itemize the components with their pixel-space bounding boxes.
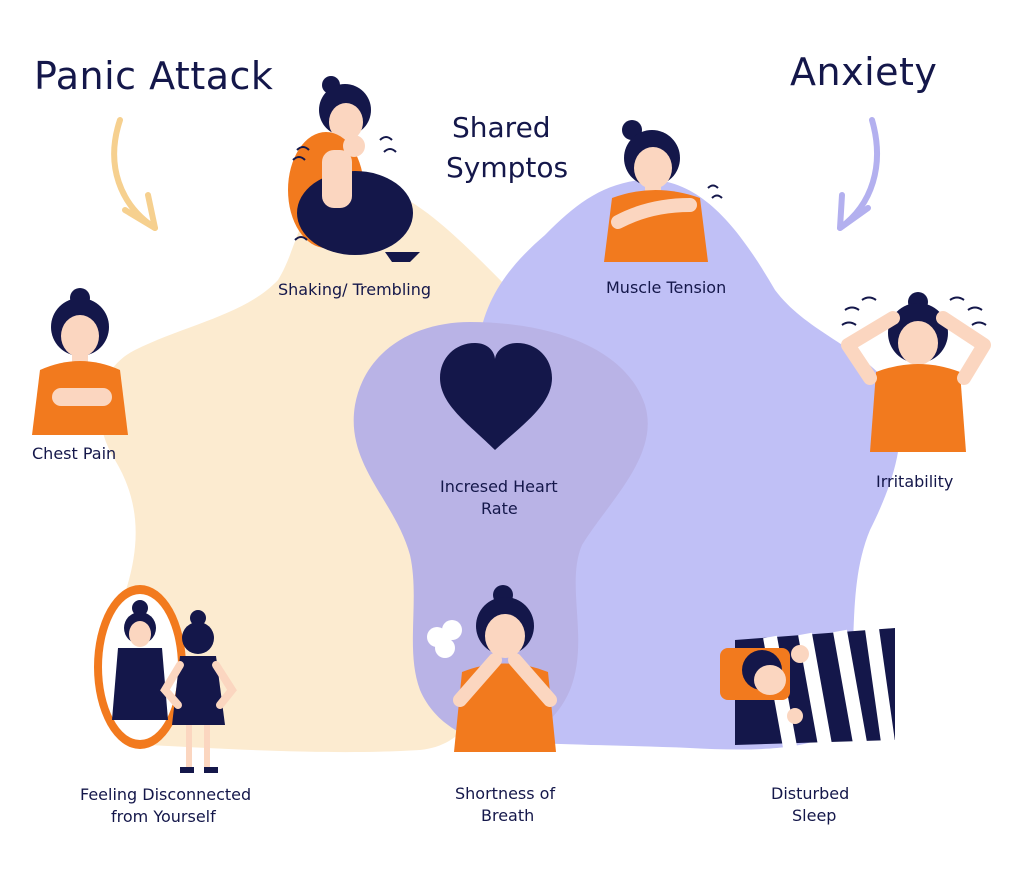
muscle-tension-label: Muscle Tension: [606, 278, 727, 297]
breath-label-line1: Shortness of: [455, 784, 556, 803]
shaking-label: Shaking/ Trembling: [278, 280, 432, 299]
muscle-tension-woman-icon: [604, 120, 723, 262]
irritability-woman-icon: [841, 292, 991, 452]
heart-rate-label-line1: Incresed Heart: [440, 477, 558, 496]
breath-woman-icon: [427, 585, 557, 752]
sleep-label-line1: Disturbed: [771, 784, 850, 803]
irritability-label: Irritability: [876, 472, 954, 491]
anxiety-heading: Anxiety: [790, 50, 938, 94]
shaking-woman-icon: [288, 76, 420, 262]
mirror-woman-icon: [94, 585, 237, 773]
disconnected-label-line1: Feeling Disconnected: [80, 785, 252, 804]
heart-icon: [440, 343, 552, 450]
breath-label-line2: Breath: [481, 806, 535, 825]
chest-pain-woman-icon: [32, 288, 128, 435]
panic-attack-heading: Panic Attack: [34, 54, 274, 98]
shared-symptoms-heading-line2: Symptos: [446, 151, 569, 184]
shared-symptoms-heading-line1: Shared: [452, 111, 551, 144]
disconnected-label-line2: from Yourself: [111, 807, 216, 826]
sleep-label-line2: Sleep: [792, 806, 837, 825]
sleeping-woman-icon: [720, 628, 895, 749]
heart-rate-label-line2: Rate: [481, 499, 518, 518]
chest-pain-label: Chest Pain: [32, 444, 117, 463]
